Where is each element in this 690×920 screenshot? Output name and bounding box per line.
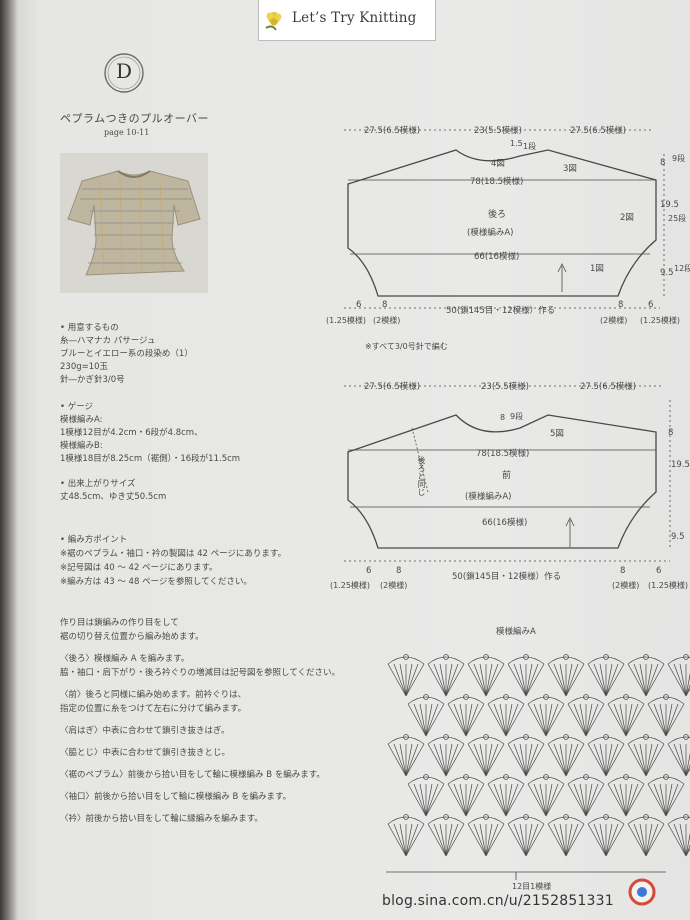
front-neck-depth: 8 — [500, 413, 506, 422]
front-same-as-back: 後ろと同じ — [417, 456, 426, 496]
materials-line: 針―かぎ針3/0号 — [60, 375, 125, 385]
instructions-section: 作り目は鎖編みの作り目をして 裾の切り替え位置から編み始めます。 〈後ろ〉模様編… — [60, 616, 340, 826]
gauge-heading: • ゲージ — [60, 402, 94, 412]
back-title: 後ろ — [488, 210, 507, 220]
front-bottom-sub-right2: (1.25模様) — [648, 581, 689, 590]
instruction-line: 〈後ろ〉模様編み A を編みます。 — [60, 654, 190, 664]
back-bottom-sub-left2: (2模様) — [373, 316, 401, 325]
instruction-line: 〈衿〉前後から拾い目をして輪に縁編みを編みます。 — [60, 814, 263, 824]
instruction-line: 〈裾のペプラム〉前後から拾い目をして輪に模様編み B を編みます。 — [60, 770, 325, 780]
instruction-line: 作り目は鎖編みの作り目をして — [60, 618, 179, 628]
materials-line: ブルーとイエロー系の段染め（1） — [60, 349, 193, 359]
back-neck-rows: 1段 — [523, 142, 537, 151]
back-bottom-6: 6 — [356, 300, 362, 310]
size-line: 丈48.5cm、ゆき丈50.5cm — [60, 492, 167, 502]
chart-title: 模様編みA — [496, 627, 536, 637]
back-bottom-8: 8 — [382, 300, 388, 310]
points-section: • 編み方ポイント ※裾のペプラム・袖口・衿の製図は 42 ページにあります。 … — [60, 533, 286, 589]
front-width-66: 66(16模様) — [482, 518, 528, 528]
instruction-line: 脇・袖口・肩下がり・後ろ衿ぐりの増減目は記号図を参照してください。 — [60, 668, 340, 678]
back-width-78: 78(18.5模様) — [470, 177, 524, 187]
front-bottom-sub-right: (2模様) — [612, 581, 640, 590]
front-neck-rows: 9段 — [510, 412, 524, 421]
back-dim-top-left: 27.5(6.5模様) — [364, 126, 421, 136]
back-bottom-center: 50(鎖145目・12模様）作る — [446, 306, 556, 316]
front-label-5: 5図 — [550, 429, 564, 439]
chart-repeat-label: 12目1模様 — [512, 882, 552, 891]
size-heading: • 出来上がりサイズ — [60, 479, 136, 489]
back-right-8-rows: 9段 — [672, 154, 686, 163]
gauge-line: 模様編みA: — [60, 415, 103, 425]
gauge-line: 1模様18目が8.25cm（裾側）・16段が11.5cm — [60, 454, 241, 464]
header-badge — [258, 0, 436, 41]
gauge-line: 1模様12目が4.2cm・6段が4.8cm、 — [60, 428, 203, 438]
back-width-66: 66(16模様) — [474, 252, 520, 262]
back-right-19-rows: 25段 — [668, 214, 687, 223]
materials-line: 230g=10玉 — [60, 362, 109, 372]
points-line: ※編み方は 43 ～ 48 ページを参照してください。 — [60, 577, 252, 587]
points-line: ※裾のペプラム・袖口・衿の製図は 42 ページにあります。 — [60, 549, 287, 559]
instruction-line: 〈前〉後ろと同様に編み始めます。前衿ぐりは、 — [60, 690, 247, 700]
front-dim-top-center: 23(5.5模様) — [481, 382, 529, 392]
back-neck-depth: 1.5 — [510, 139, 523, 148]
front-bottom-8: 8 — [396, 566, 402, 576]
back-subtitle: (模様編みA) — [467, 228, 514, 238]
product-title: ペプラムつきのプルオーバー — [60, 112, 210, 125]
front-subtitle: (模様編みA) — [465, 492, 512, 502]
instruction-line: 指定の位置に糸をつけて左右に分けて編みます。 — [60, 704, 247, 714]
back-right-8: 8 — [660, 158, 666, 168]
front-right-9: 9.5 — [671, 532, 685, 542]
materials-section: • 用意するもの 糸―ハマナカ パサージュ ブルーとイエロー系の段染め（1） 2… — [60, 322, 193, 387]
front-right-19: 19.5 — [671, 460, 690, 470]
back-bottom-sub-right: (2模様) — [600, 316, 628, 325]
gauge-section: • ゲージ 模様編みA: 1模様12目が4.2cm・6段が4.8cm、 模様編み… — [60, 401, 240, 466]
watermark-logo-icon — [628, 878, 656, 906]
front-dim-top-left: 27.5(6.5模様) — [364, 382, 421, 392]
front-bottom-8-right: 8 — [620, 566, 626, 576]
front-title: 前 — [502, 471, 512, 481]
points-heading: • 編み方ポイント — [60, 535, 128, 545]
materials-heading: • 用意するもの — [60, 323, 119, 333]
front-bottom-sub-left2: (2模様) — [380, 581, 408, 590]
pattern-letter-badge: D — [103, 52, 145, 94]
back-bottom-8-right: 8 — [618, 300, 624, 310]
back-label-3: 3図 — [563, 164, 577, 174]
size-section: • 出来上がりサイズ 丈48.5cm、ゆき丈50.5cm — [60, 478, 166, 504]
front-bottom-center: 50(鎖145目・12模様）作る — [452, 572, 562, 582]
back-label-2: 2図 — [620, 213, 634, 223]
header-title: Let’s Try Knitting — [292, 10, 417, 26]
gauge-line: 模様編みB: — [60, 441, 103, 451]
flower-logo-icon — [265, 12, 282, 31]
back-right-19: 19.5 — [660, 200, 679, 210]
back-bottom-6-right: 6 — [648, 300, 654, 310]
points-line: ※記号図は 40 ～ 42 ページにあります。 — [60, 563, 218, 573]
front-width-78: 78(18.5模様) — [476, 449, 530, 459]
front-right-8: 8 — [668, 428, 674, 438]
back-bottom-sub-right2: (1.25模様) — [640, 316, 681, 325]
blog-watermark: blog.sina.com.cn/u/2152851331 — [382, 893, 614, 909]
crochet-stitch-chart — [386, 654, 690, 880]
front-dim-top-right: 27.5(6.5模様) — [580, 382, 637, 392]
instruction-line: 〈脇とじ〉中表に合わせて鎖引き抜きとじ。 — [60, 748, 231, 758]
page-reference: page 10-11 — [104, 128, 150, 137]
back-dim-top-right: 27.5(6.5模様) — [570, 126, 627, 136]
materials-line: 糸―ハマナカ パサージュ — [60, 336, 156, 346]
instruction-line: 〈袖口〉前後から拾い目をして輪に模様編み B を編みます。 — [60, 792, 292, 802]
back-right-9: 9.5 — [660, 268, 674, 278]
back-label-1: 1図 — [590, 264, 604, 274]
back-bottom-sub-left: (1.25模様) — [326, 316, 367, 325]
instruction-line: 〈肩はぎ〉中表に合わせて鎖引き抜きはぎ。 — [60, 726, 230, 736]
back-label-4: 4図 — [491, 159, 505, 169]
front-bottom-6-right: 6 — [656, 566, 662, 576]
back-right-9-rows: 12段 — [674, 264, 690, 273]
back-dim-top-center: 23(5.5模様) — [474, 126, 522, 136]
garment-photo — [60, 153, 208, 293]
front-bottom-6: 6 — [366, 566, 372, 576]
pattern-letter: D — [115, 59, 133, 83]
front-bottom-sub-left: (1.25模様) — [330, 581, 371, 590]
instruction-line: 裾の切り替え位置から編み始めます。 — [60, 632, 204, 642]
back-note: ※すべて3/0号針で編む — [365, 342, 448, 351]
